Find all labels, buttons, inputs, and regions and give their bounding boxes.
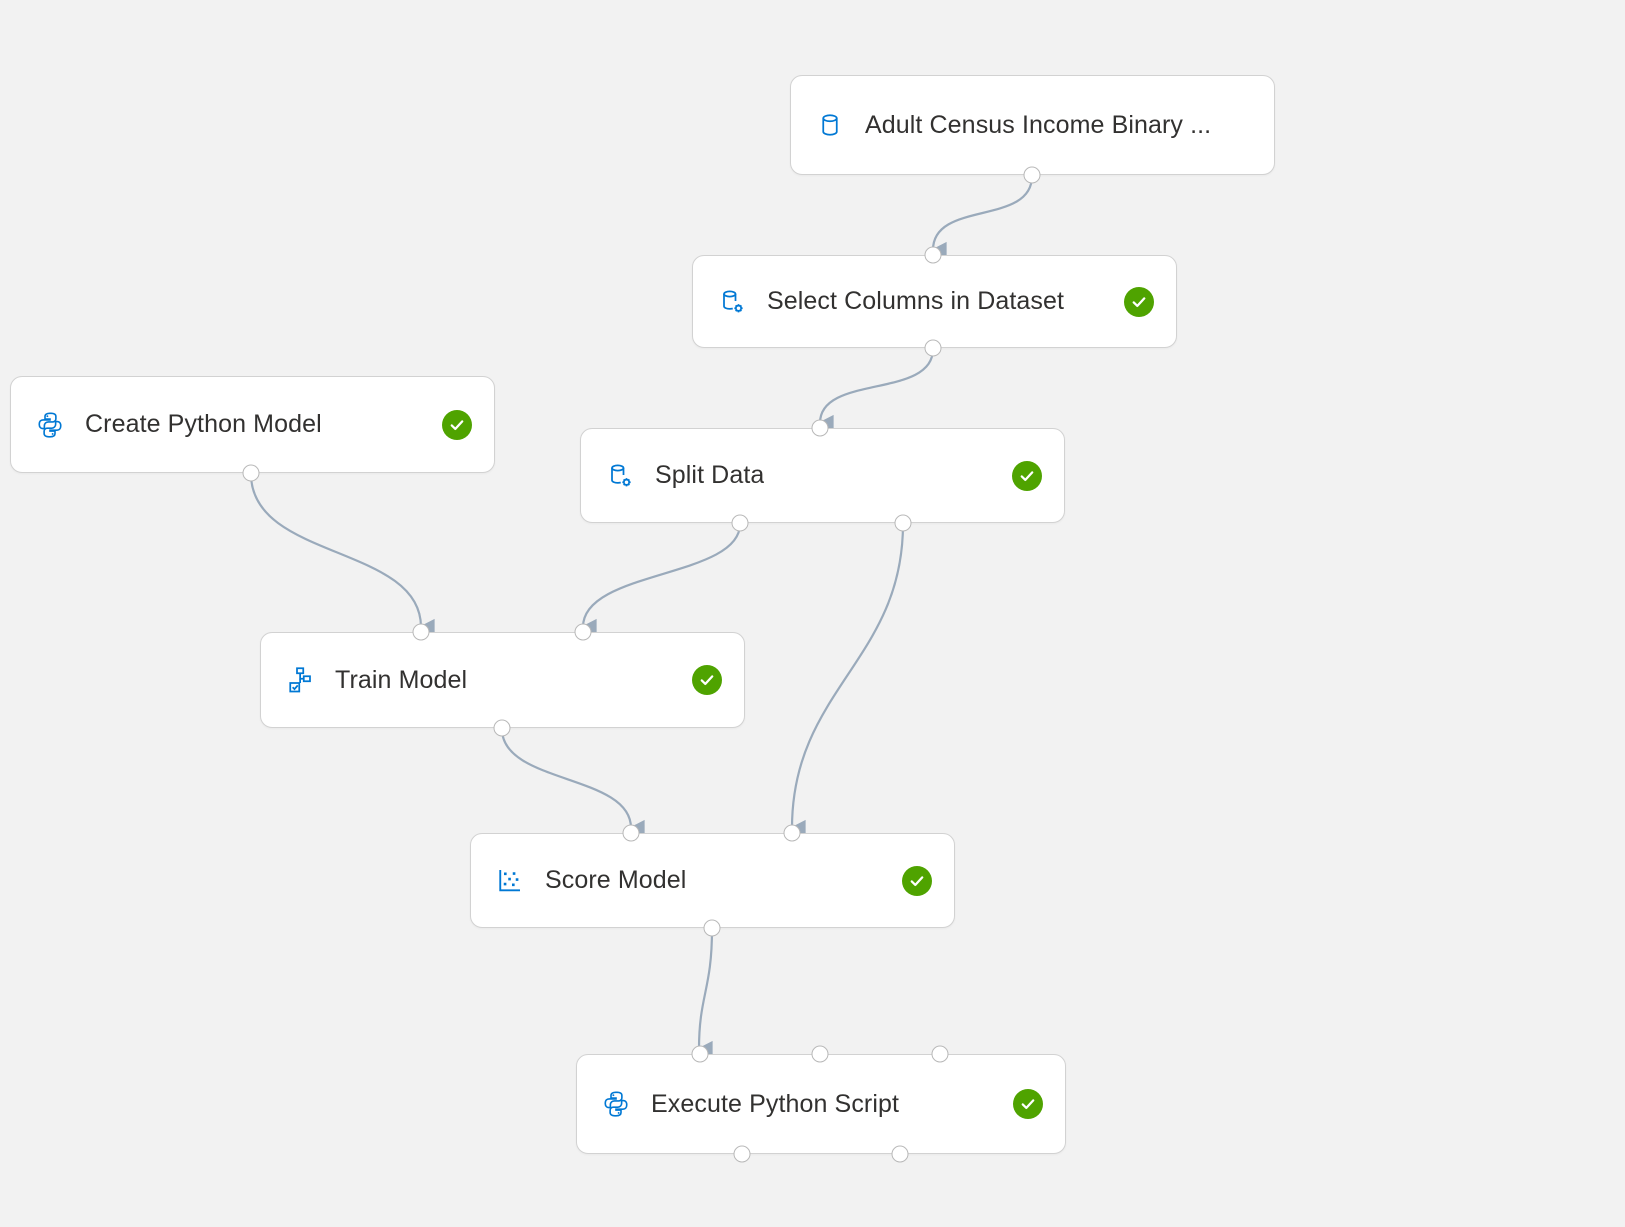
pipeline-edge[interactable] (580, 523, 742, 636)
status-badge-completed (1124, 286, 1154, 317)
node-output-port[interactable] (891, 1145, 909, 1163)
pipeline-node-select-columns-in-dataset[interactable]: Select Columns in Dataset (692, 255, 1177, 348)
pipeline-edge[interactable] (249, 473, 435, 636)
node-output-port[interactable] (733, 1145, 751, 1163)
node-title: Execute Python Script (651, 1089, 900, 1118)
python-icon (599, 1087, 633, 1121)
score-scatter-icon (493, 864, 527, 898)
dataset-cylinder-icon (813, 108, 847, 142)
node-title: Score Model (545, 866, 687, 894)
status-badge-completed (902, 865, 932, 896)
node-output-port[interactable] (731, 514, 749, 532)
node-input-port[interactable] (574, 623, 592, 641)
pipeline-node-adult-census-income-binary[interactable]: Adult Census Income Binary ... (790, 75, 1275, 175)
node-input-port[interactable] (811, 419, 829, 437)
node-input-port[interactable] (811, 1045, 829, 1063)
status-badge-completed (1012, 460, 1042, 491)
node-input-port[interactable] (931, 1045, 949, 1063)
node-output-port[interactable] (242, 464, 260, 482)
status-badge-completed (1013, 1089, 1043, 1119)
node-output-port[interactable] (703, 919, 721, 937)
status-badge-completed (692, 665, 722, 695)
pipeline-edge[interactable] (696, 928, 714, 1058)
pipeline-node-create-python-model[interactable]: Create Python Model (10, 376, 495, 473)
pipeline-edge[interactable] (789, 523, 905, 837)
node-title: Select Columns in Dataset (767, 287, 1065, 315)
node-input-port[interactable] (622, 824, 640, 842)
python-icon (33, 408, 67, 442)
pipeline-node-score-model[interactable]: Score Model (470, 833, 955, 928)
pipeline-edge[interactable] (930, 175, 1034, 259)
node-title: Train Model (335, 665, 468, 694)
node-output-port[interactable] (924, 339, 942, 357)
pipeline-node-split-data[interactable]: Split Data (580, 428, 1065, 523)
node-input-port[interactable] (412, 623, 430, 641)
node-title: Split Data (655, 461, 765, 489)
train-model-icon (283, 663, 317, 697)
pipeline-edge[interactable] (500, 728, 645, 837)
dataset-transform-icon (603, 459, 637, 493)
status-badge-completed (442, 409, 472, 440)
pipeline-node-execute-python-script[interactable]: Execute Python Script (576, 1054, 1066, 1154)
node-title: Create Python Model (85, 410, 322, 438)
dataset-transform-icon (715, 285, 749, 319)
node-output-port[interactable] (894, 514, 912, 532)
node-input-port[interactable] (783, 824, 801, 842)
node-input-port[interactable] (924, 246, 942, 264)
node-output-port[interactable] (493, 719, 511, 737)
pipeline-edge[interactable] (817, 348, 935, 432)
node-title: Adult Census Income Binary ... (865, 110, 1212, 139)
node-output-port[interactable] (1023, 166, 1041, 184)
pipeline-node-train-model[interactable]: Train Model (260, 632, 745, 728)
node-input-port[interactable] (691, 1045, 709, 1063)
